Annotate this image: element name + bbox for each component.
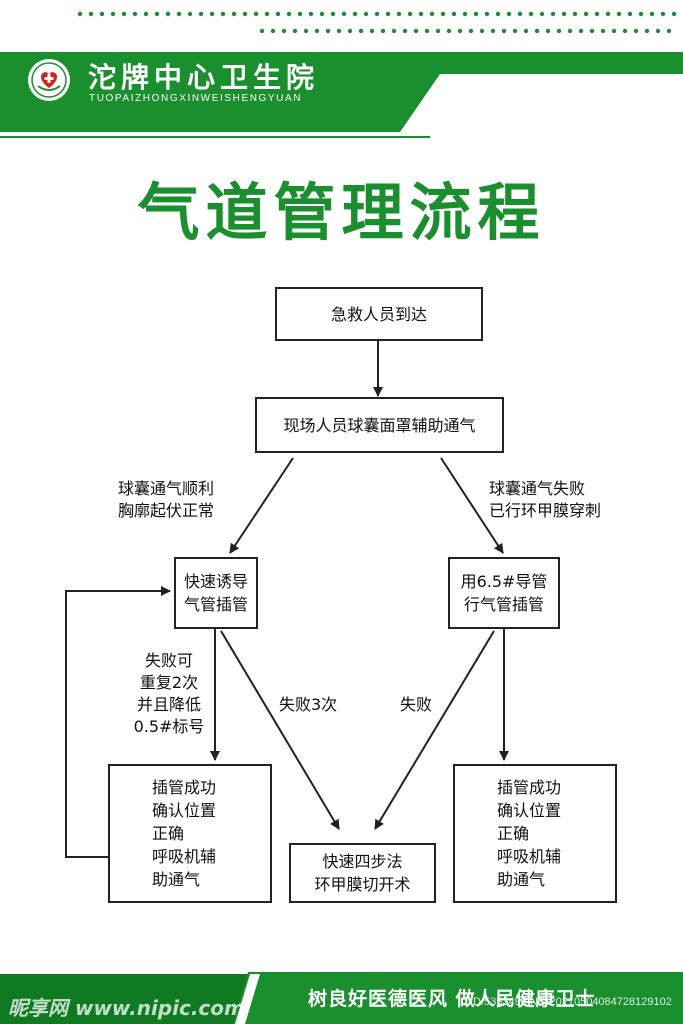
label-ventilation-fail: 球囊通气失败 已行环甲膜穿刺 (489, 479, 602, 520)
footer-slogan: 树良好医德医风 做人民健康卫士 (308, 988, 596, 1010)
hospital-emblem-icon (27, 58, 71, 102)
box-cricothyrotomy: 快速四步法 环甲膜切开术 (289, 843, 436, 903)
arrow-tube65-to-surgery (374, 630, 495, 830)
label-retry: 失败可 重复2次 并且降低 0.5#标号 (133, 651, 205, 736)
label-fail: 失败 (400, 695, 433, 714)
hospital-pinyin: TUOPAIZHONGXINWEISHENGYUAN (89, 93, 303, 104)
box-bag-mask-ventilation: 现场人员球囊面罩辅助通气 (255, 397, 504, 453)
box-rescuers-arrive: 急救人员到达 (275, 287, 483, 341)
footer-banner (0, 972, 683, 1024)
box-confirm-right: 插管成功 确认位置 正确 呼吸机辅 助通气 (453, 764, 617, 903)
page-title: 气道管理流程 (137, 176, 546, 249)
header-banner (0, 11, 683, 138)
arrow-bag-to-intubation (229, 457, 294, 554)
arrow-intubation-to-surgery (220, 630, 340, 830)
box-rapid-intubation: 快速诱导 气管插管 (174, 557, 258, 629)
watermark-right: ID:5353499 NO:20210504084728129102 (470, 996, 672, 1008)
label-fail-3-times: 失败3次 (279, 695, 338, 714)
dots-decoration (77, 11, 677, 17)
hospital-name: 沱牌中心卫生院 (88, 61, 320, 94)
dots-decoration (259, 28, 672, 34)
box-confirm-left: 插管成功 确认位置 正确 呼吸机辅 助通气 (108, 764, 272, 903)
arrow-loop-back (65, 586, 171, 858)
label-ventilation-success: 球囊通气顺利 胸廓起伏正常 (118, 479, 215, 520)
watermark-left: 昵享网 www.nipic.com (8, 996, 245, 1020)
box-tube-6-5: 用6.5#导管 行气管插管 (448, 557, 560, 629)
arrow-bag-to-tube65 (440, 457, 504, 554)
